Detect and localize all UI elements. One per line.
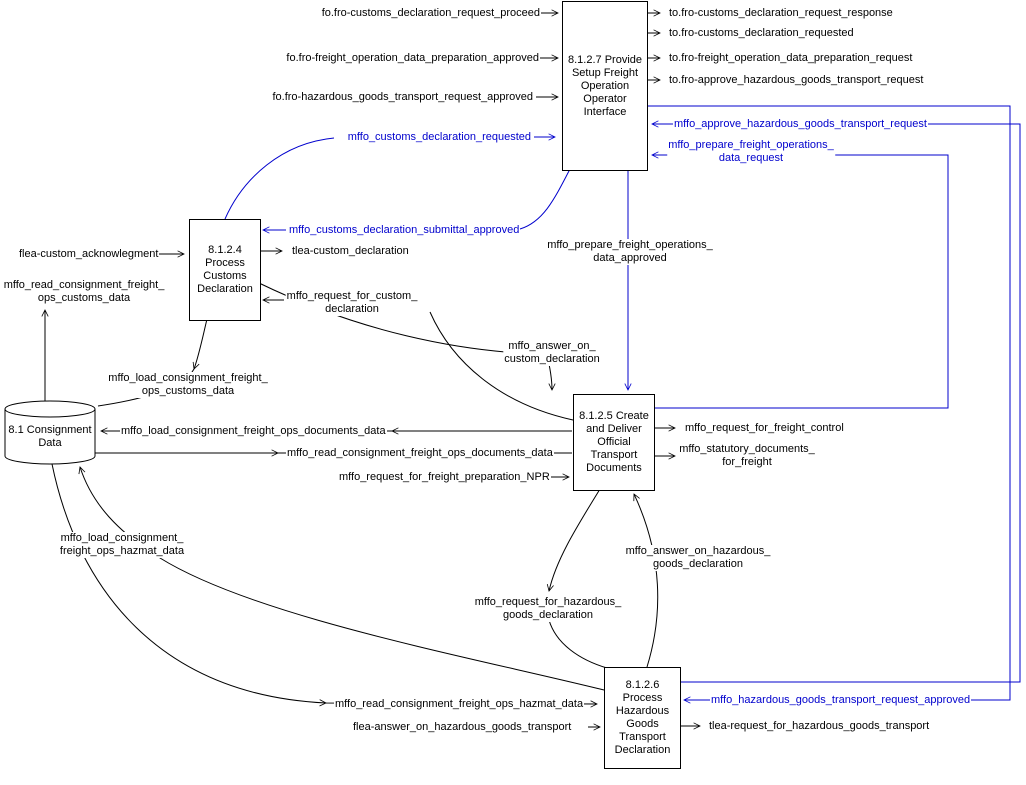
datastore-consignment-cylinder	[4, 400, 96, 465]
process-customs-declaration: 8.1.2.4 Process Customs Declaration	[189, 219, 261, 321]
flow-label-mffo-answer-on-hazardous-goods-declaration: mffo_answer_on_hazardous_ goods_declarat…	[624, 545, 772, 571]
flow-label-to-customs-declaration-requested: to.fro-customs_declaration_requested	[668, 27, 855, 40]
flow-label-fo-hazardous-goods-transport-request-approved: fo.fro-hazardous_goods_transport_request…	[271, 91, 534, 104]
black-flow-lines	[45, 13, 700, 727]
flow-line-load-customs-data-a	[194, 318, 208, 369]
flow-label-mffo-request-for-hazardous-goods-declaration: mffo_request_for_hazardous_ goods_declar…	[473, 596, 623, 622]
flow-label-mffo-approve-hazardous-goods-transport-request: mffo_approve_hazardous_goods_transport_r…	[673, 118, 928, 131]
datastore-consignment-data-label: 8.1 Consignment Data	[8, 424, 92, 449]
flow-label-mffo-hazardous-goods-transport-request-approved: mffo_hazardous_goods_transport_request_a…	[710, 694, 972, 707]
flow-line-request-hazardous-declaration-b	[548, 619, 608, 669]
process-label: 8.1.2.4 Process Customs Declaration	[197, 244, 253, 295]
flow-label-mffo-answer-on-custom-declaration: mffo_answer_on_ custom_declaration	[503, 340, 601, 366]
process-create-deliver-transport-documents: 8.1.2.5 Create and Deliver Official Tran…	[573, 394, 655, 491]
flow-line-customs-requested-a	[224, 137, 335, 220]
flow-line-load-hazmat-data	[80, 467, 605, 691]
flow-label-to-approve-hazardous-goods-transport-request: to.fro-approve_hazardous_goods_transport…	[668, 74, 925, 87]
process-provide-setup-freight-operator-interface: 8.1.2.7 Provide Setup Freight Operation …	[562, 1, 648, 171]
cylinder-top	[4, 400, 96, 418]
flow-line-submittal-approved-a	[519, 168, 571, 230]
flow-line-request-hazardous-declaration-a	[549, 488, 601, 591]
flow-line-prepare-data-request	[652, 155, 949, 409]
flow-line-read-hazmat-data	[51, 463, 597, 704]
process-label: 8.1.2.5 Create and Deliver Official Tran…	[579, 410, 649, 474]
flow-label-mffo-customs-declaration-submittal-approved: mffo_customs_declaration_submittal_appro…	[288, 224, 521, 237]
flow-label-mffo-read-consignment-freight-ops-documents-data: mffo_read_consignment_freight_ops_docume…	[286, 447, 554, 460]
flow-label-flea-answer-on-hazardous-goods-transport: flea-answer_on_hazardous_goods_transport	[352, 721, 573, 734]
process-hazardous-goods-transport-declaration: 8.1.2.6 Process Hazardous Goods Transpor…	[604, 667, 681, 769]
process-label: 8.1.2.6 Process Hazardous Goods Transpor…	[614, 679, 671, 756]
flow-label-mffo-request-for-freight-control: mffo_request_for_freight_control	[684, 422, 845, 435]
flow-label-tlea-custom-declaration: tlea-custom_declaration	[291, 245, 410, 258]
flow-label-mffo-request-for-custom-declaration: mffo_request_for_custom_ declaration	[285, 290, 419, 316]
flow-label-mffo-load-consignment-freight-ops-customs-data: mffo_load_consignment_freight_ ops_custo…	[107, 372, 269, 398]
flow-label-fo-freight-operation-data-preparation-approved: fo.fro-freight_operation_data_preparatio…	[285, 52, 540, 65]
flow-label-mffo-read-consignment-freight-ops-hazmat-data: mffo_read_consignment_freight_ops_hazmat…	[334, 698, 585, 711]
flow-line-approve-hazmat-request	[652, 124, 1021, 683]
process-label: 8.1.2.7 Provide Setup Freight Operation …	[568, 53, 642, 118]
flow-label-mffo-prepare-freight-operations-data-approved: mffo_prepare_freight_operations_ data_ap…	[546, 239, 714, 265]
flow-label-mffo-prepare-freight-operations-data-request: mffo_prepare_freight_operations_ data_re…	[667, 139, 835, 165]
flow-label-to-freight-operation-data-preparation-request: to.fro-freight_operation_data_preparatio…	[668, 52, 914, 65]
flow-label-mffo-load-consignment-freight-ops-hazmat-data: mffo_load_consignment_ freight_ops_hazma…	[58, 532, 186, 558]
flow-label-mffo-request-for-freight-preparation-npr: mffo_request_for_freight_preparation_NPR	[338, 471, 551, 484]
flow-line-answer-hazardous-declaration	[634, 494, 659, 668]
flow-line-answer-custom-declaration-b	[549, 363, 552, 390]
flow-label-to-customs-declaration-request-response: to.fro-customs_declaration_request_respo…	[668, 7, 894, 20]
flow-label-mffo-read-consignment-freight-ops-customs-data: mffo_read_consignment_freight_ ops_custo…	[2, 279, 166, 305]
flow-label-mffo-load-consignment-freight-ops-documents-data: mffo_load_consignment_freight_ops_docume…	[120, 425, 387, 438]
flow-label-flea-custom-acknowlegment: flea-custom_acknowlegment	[18, 248, 160, 261]
flow-label-mffo-statutory-documents-for-freight: mffo_statutory_documents_ for_freight	[678, 443, 816, 469]
flow-line-request-custom-declaration-a	[429, 311, 574, 421]
flow-label-mffo-customs-declaration-requested: mffo_customs_declaration_requested	[346, 131, 532, 144]
flow-label-fo-customs-declaration-request-proceed: fo.fro-customs_declaration_request_proce…	[320, 7, 541, 20]
flow-label-tlea-request-for-hazardous-goods-transport: tlea-request_for_hazardous_goods_transpo…	[708, 720, 931, 733]
flow-line-hazmat-request-approved	[647, 105, 1011, 700]
cylinder-body	[4, 409, 96, 465]
